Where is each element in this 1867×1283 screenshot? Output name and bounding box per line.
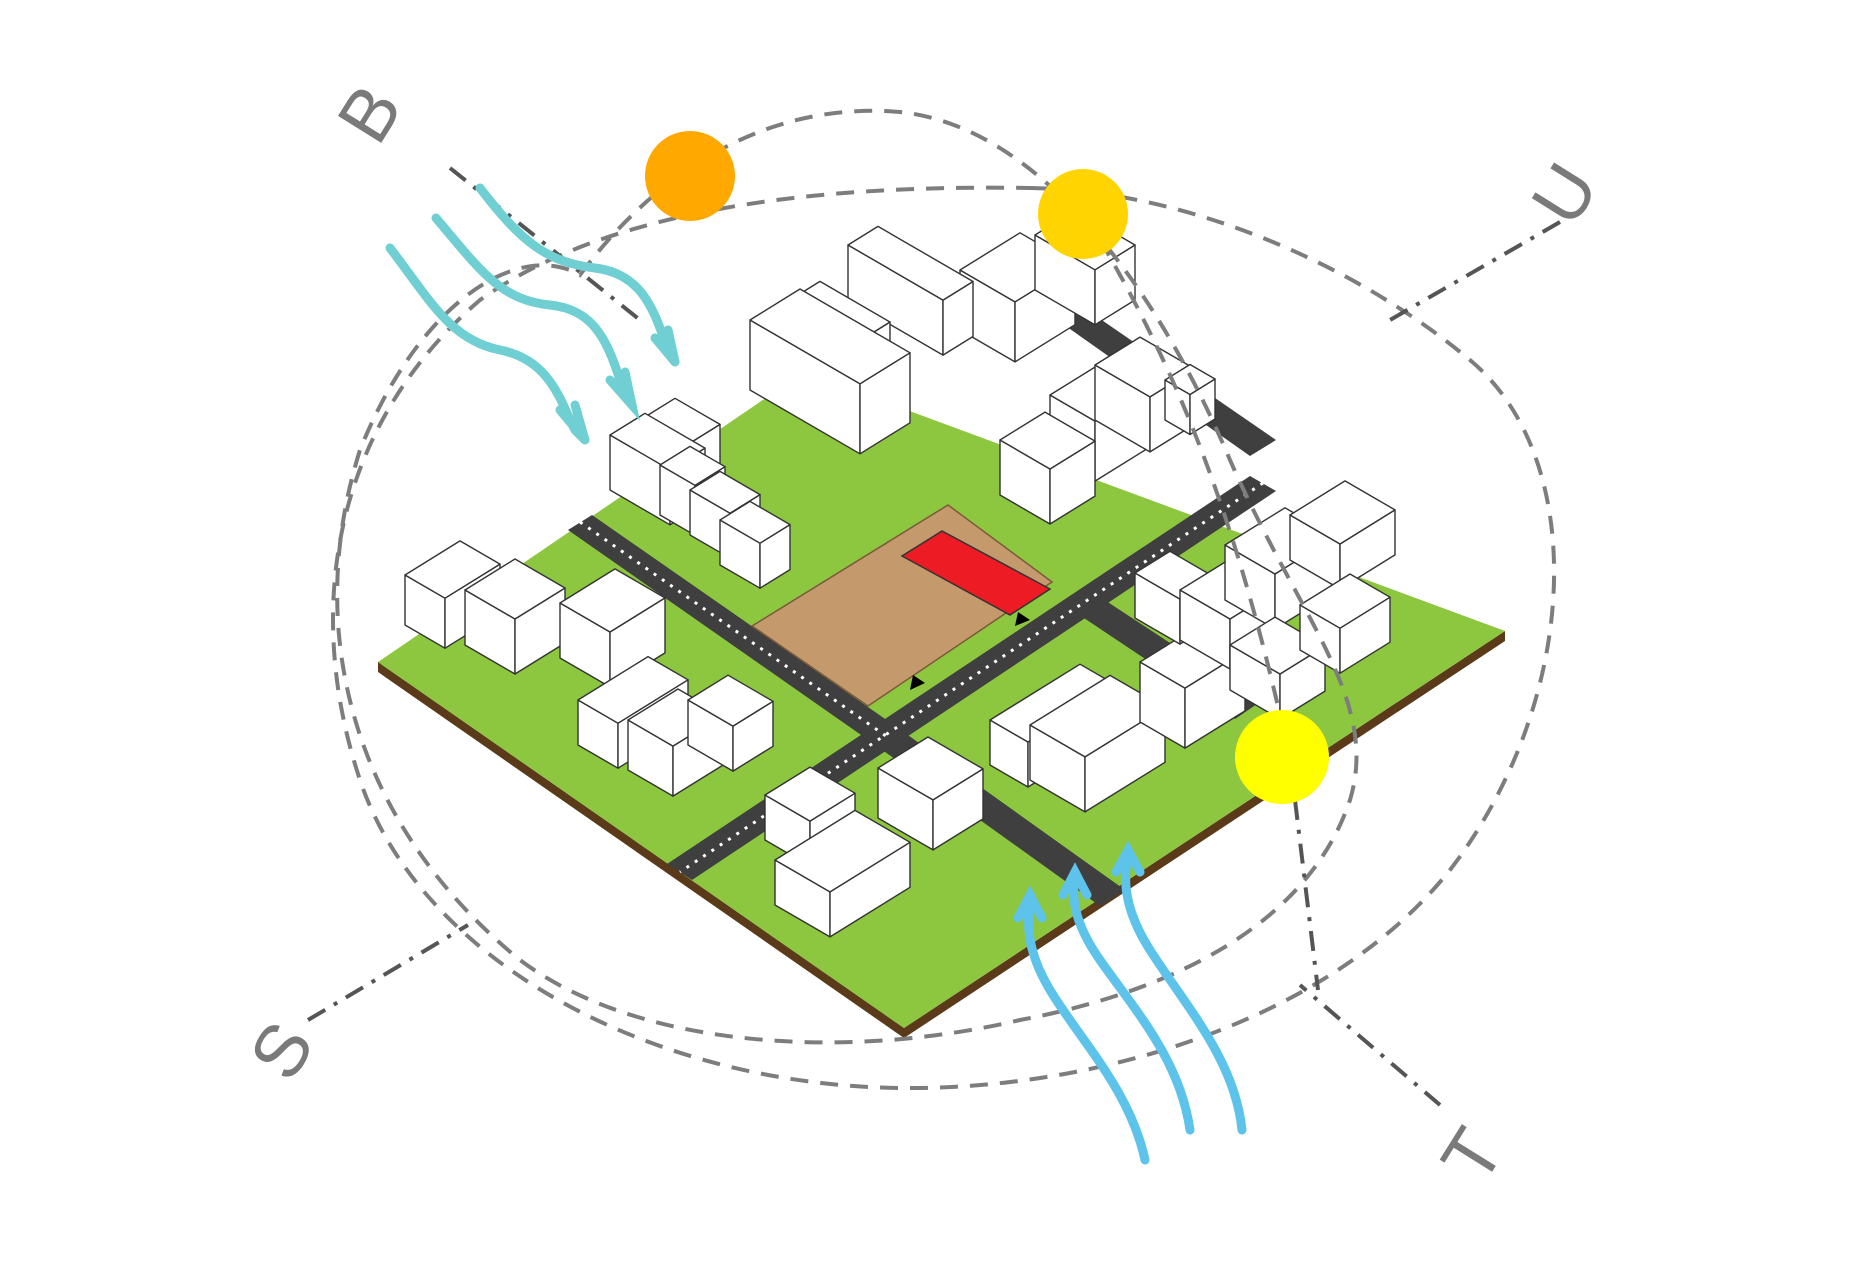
building-block — [687, 674, 774, 772]
wind-icon — [1121, 845, 1247, 1135]
wind-arrowhead-2 — [1058, 862, 1092, 900]
wind-arrowhead-1 — [1013, 885, 1047, 923]
axis-east-riser — [1293, 799, 1320, 991]
road-marking-northwest — [579, 520, 887, 738]
sun-icon — [1235, 710, 1329, 804]
compass-south-label: S — [233, 1008, 330, 1094]
building-roof — [847, 225, 974, 301]
sun-path-inner — [331, 185, 1557, 1091]
axis-north — [1389, 220, 1561, 322]
building-block — [1164, 363, 1216, 436]
building-roof — [464, 558, 566, 620]
sun-paths — [331, 108, 1557, 1091]
arrow-icon — [910, 675, 925, 690]
axis-west — [448, 166, 642, 322]
wind-arrowhead-3 — [650, 325, 680, 365]
building-roof — [774, 809, 911, 893]
building-roof — [689, 470, 761, 514]
building-roof — [999, 411, 1096, 470]
building-block — [719, 500, 791, 589]
buildings — [404, 209, 1396, 938]
sun-icon — [645, 131, 735, 221]
wind-icon — [1069, 867, 1195, 1135]
direction-arrows — [910, 612, 1030, 690]
wind-south — [1013, 840, 1247, 1165]
wind-arrowhead-2 — [605, 367, 640, 421]
road-marking-northeast — [679, 481, 1264, 874]
sun-zenith-line — [1083, 212, 1292, 761]
axis-east — [1298, 983, 1442, 1107]
road-northwest — [568, 515, 898, 744]
building-roof — [659, 445, 726, 486]
compass-north-label: U — [1515, 149, 1614, 238]
building-block — [1299, 573, 1391, 674]
building-roof — [1299, 573, 1391, 629]
wind-northwest — [385, 183, 680, 445]
wind-icon — [431, 213, 637, 410]
building-block — [1289, 480, 1396, 590]
wind-arrowhead-1 — [555, 400, 590, 443]
sun-path-outer — [335, 108, 1359, 1045]
building-block — [847, 225, 974, 356]
compass-west-label: B — [321, 71, 418, 157]
building-block — [559, 568, 666, 688]
wind-icon — [1023, 890, 1150, 1165]
building-roof — [764, 766, 856, 822]
wind-icon — [385, 243, 590, 445]
building-block — [774, 809, 911, 938]
sun-icon — [1038, 169, 1128, 259]
building-roof — [877, 736, 984, 801]
highlight-building — [900, 530, 1052, 616]
building-block — [1029, 674, 1166, 813]
compass-east-label: T — [1425, 1114, 1519, 1196]
building-block — [749, 288, 911, 455]
building-roof — [577, 655, 689, 724]
building-block — [999, 411, 1096, 525]
building-roof — [1289, 480, 1396, 545]
compass-axes — [306, 166, 1561, 1107]
building-block — [464, 558, 566, 675]
building-block — [877, 736, 984, 851]
arrow-icon — [1015, 612, 1030, 626]
building-roof — [687, 674, 774, 727]
building-roof — [719, 500, 791, 544]
wind-icon — [475, 183, 680, 367]
wind-arrowhead-3 — [1111, 840, 1145, 877]
building-roof — [749, 288, 911, 385]
axis-south — [306, 923, 470, 1022]
building-roof — [559, 568, 666, 633]
building-roof — [404, 540, 501, 599]
